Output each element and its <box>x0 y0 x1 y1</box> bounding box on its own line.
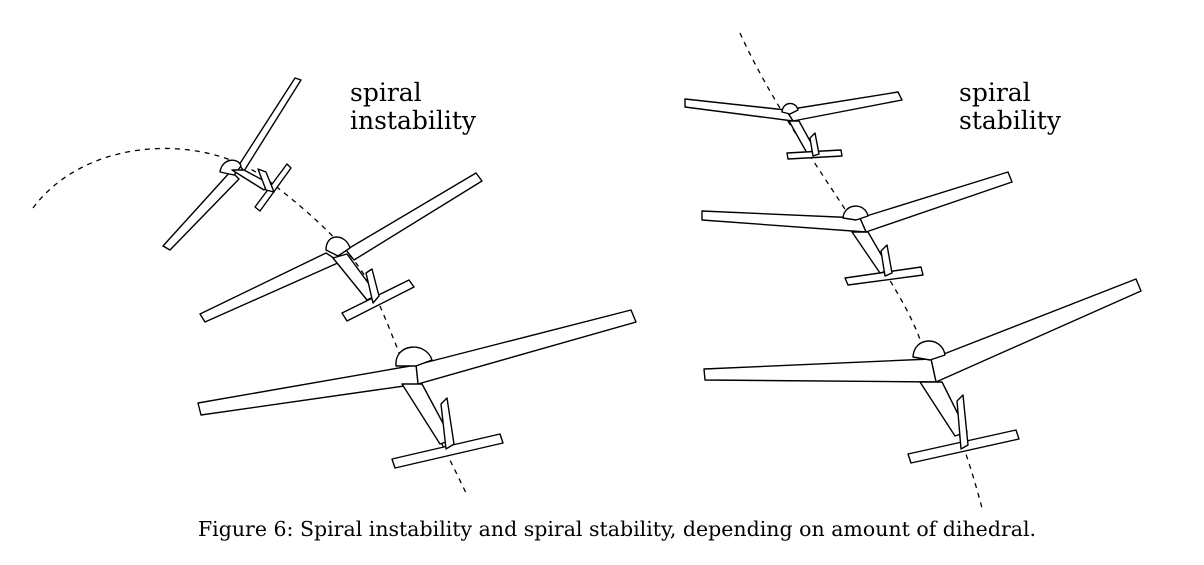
glider-stable-middle-fin <box>880 244 893 277</box>
glider-stable-middle <box>701 171 1013 286</box>
glider-steep-bank-wing-right <box>238 77 302 172</box>
glider-steep-bank <box>162 77 302 251</box>
glider-stable-bottom-wing-left <box>703 358 937 383</box>
glider-shallow-bank-fin <box>440 397 455 450</box>
glider-medium-bank-wing-left <box>199 252 341 323</box>
glider-stable-top-wing-left <box>684 98 794 122</box>
glider-stable-middle-tailplane <box>844 266 924 286</box>
glider-shallow-bank <box>197 309 637 469</box>
glider-stable-middle-wing-right <box>859 171 1013 233</box>
glider-stable-bottom <box>703 278 1142 464</box>
glider-medium-bank-canopy <box>325 236 351 257</box>
glider-shallow-bank-wing-right <box>415 309 637 385</box>
glider-steep-bank-wing-left <box>162 170 240 251</box>
glider-shallow-bank-tailplane <box>391 433 504 469</box>
glider-stable-bottom-fin <box>956 394 969 450</box>
glider-stable-middle-canopy <box>842 205 869 221</box>
glider-medium-bank <box>199 172 483 323</box>
label-spiral-stability-line1: spiral <box>959 78 1031 107</box>
label-spiral-stability-line2: stability <box>959 106 1062 135</box>
glider-shallow-bank-wing-left <box>197 364 419 416</box>
glider-shallow-bank-canopy <box>395 346 433 367</box>
label-spiral-instability-line2: instability <box>350 106 477 135</box>
figure-caption: Figure 6: Spiral instability and spiral … <box>197 517 1037 541</box>
glider-stable-top-fin <box>809 132 820 157</box>
glider-stable-top <box>684 91 903 160</box>
glider-steep-bank-tailplane <box>254 163 292 212</box>
glider-medium-bank-fin <box>365 268 380 304</box>
glider-stable-bottom-wing-right <box>930 278 1142 383</box>
glider-steep-bank-fin <box>257 168 275 193</box>
glider-stable-top-canopy <box>781 102 799 115</box>
glider-stable-bottom-canopy <box>912 340 946 361</box>
label-spiral-instability-line1: spiral <box>350 78 422 107</box>
flight-path-left <box>32 147 468 496</box>
glider-medium-bank-tailplane <box>341 279 415 322</box>
glider-stable-top-wing-right <box>785 91 903 122</box>
glider-stable-middle-wing-left <box>701 210 867 233</box>
glider-medium-bank-wing-right <box>345 172 483 261</box>
